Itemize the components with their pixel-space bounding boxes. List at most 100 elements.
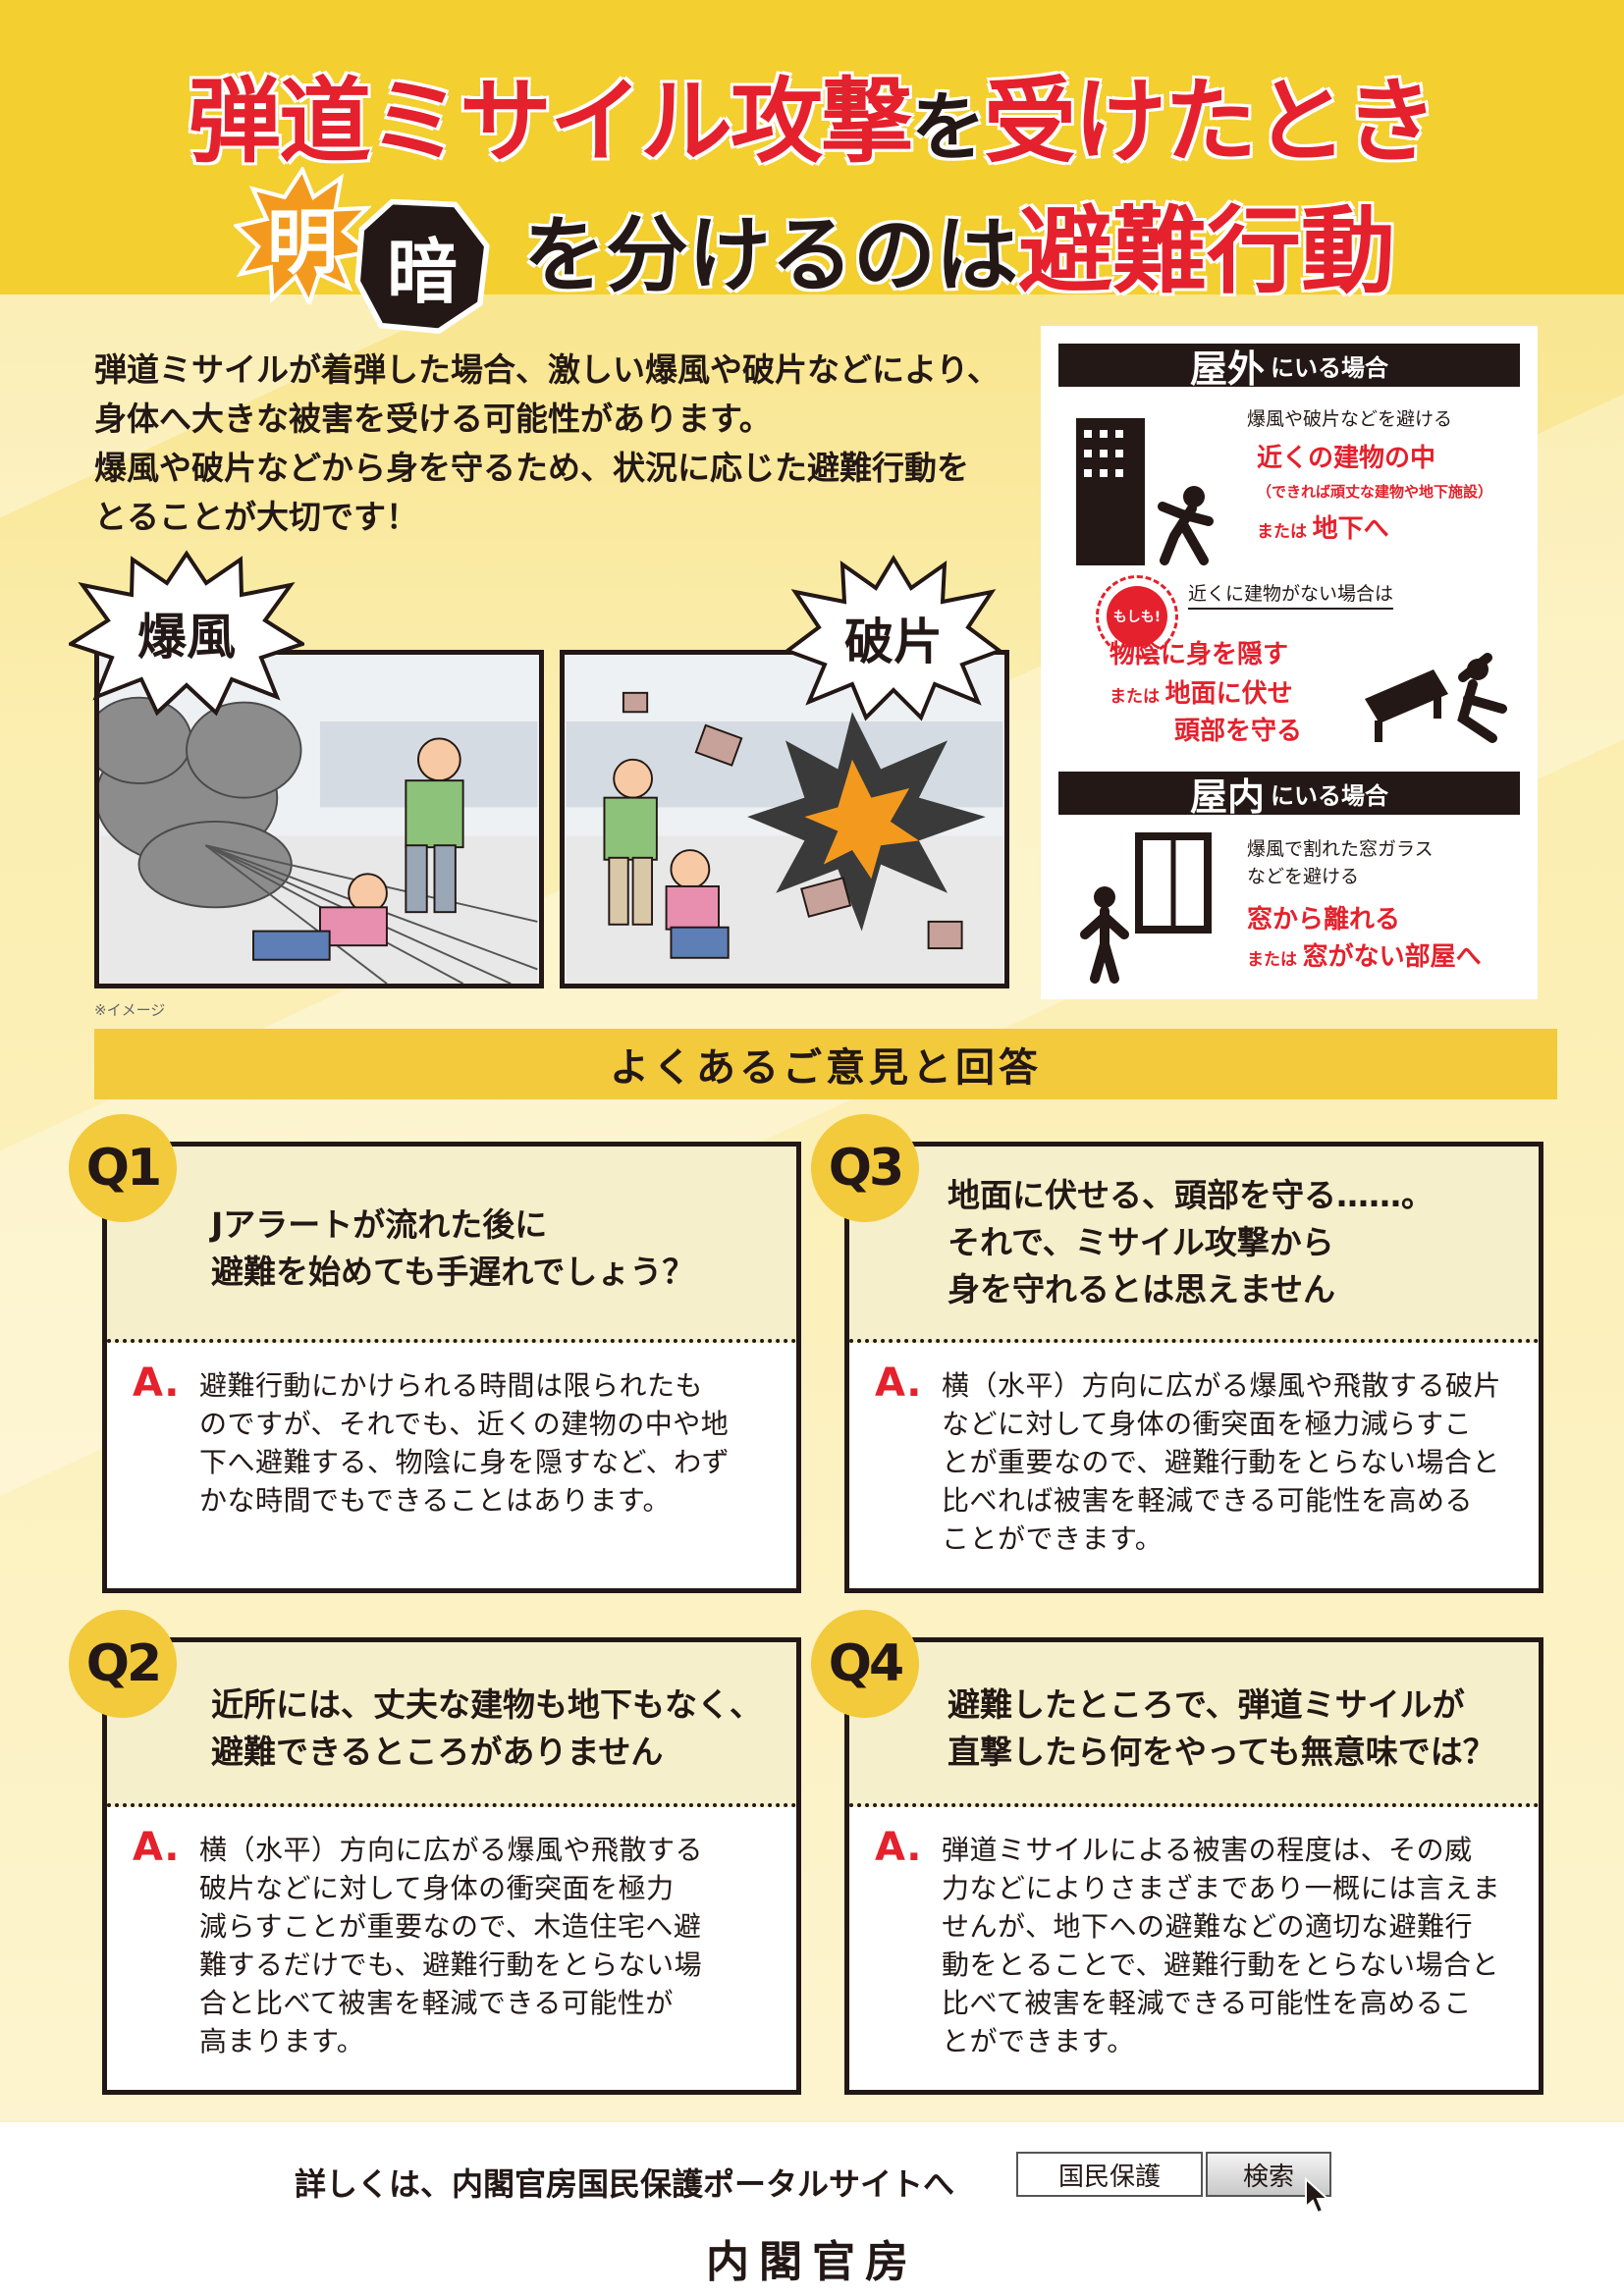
outdoor-alt-row: または 地下へ [1257, 508, 1389, 545]
answer-line: 高まります。 [199, 2025, 365, 2057]
answer-line: 弾道ミサイルによる被害の程度は、その威 [942, 1834, 1473, 1866]
light-char: 明 [266, 200, 338, 284]
portal-guidance-text: 詳しくは、内閣官房国民保護ポータルサイトへ [295, 2165, 955, 2203]
speech-burst-icon [69, 550, 304, 717]
answer-line: とが重要なので、避難行動をとらない場合と [942, 1446, 1500, 1478]
window-person-icon [1080, 832, 1212, 984]
q4-badge: Q4 [811, 1610, 919, 1718]
question-line: 避難を始めても手遅れでしょう？ [211, 1253, 695, 1291]
answer-line: かな時間でもできることはあります。 [199, 1484, 672, 1517]
answer-line: 破片などに対して身体の衝突面を極力 [199, 1872, 675, 1904]
outdoor-heading-sub: にいる場合 [1271, 353, 1388, 382]
dark-burst-badge: 暗 [353, 196, 491, 334]
man-figure [603, 758, 658, 926]
outdoor-sub-note: （できれば頑丈な建物や地下施設） [1257, 483, 1493, 501]
question-line: Jアラートが流れた後に [211, 1205, 548, 1244]
shelter-alt-row: または 地面に伏せ [1110, 673, 1293, 710]
q1-badge: Q1 [69, 1114, 177, 1222]
answer-mark: A. [875, 1361, 922, 1406]
outdoor-alt-action: 地下へ [1312, 514, 1389, 544]
question-line: 身を守れるとは思えません [947, 1270, 1336, 1308]
woman-figure [252, 873, 388, 961]
blast-label: 爆風 [137, 609, 236, 666]
indoor-heading-main: 屋内 [1189, 774, 1265, 819]
indoor-note-1: 爆風で割れた窓ガラス [1247, 838, 1434, 860]
answer-line: 合と比べて被害を軽減できる可能性が [199, 1987, 674, 2019]
title-evacuation: 避難行動 [1017, 195, 1397, 308]
outdoor-main-action: 近くの建物の中 [1257, 444, 1436, 473]
shelter-alt-action-2: 頭部を守る [1174, 717, 1303, 746]
answer-line: などに対して身体の衝突面を極力減らすこ [942, 1408, 1473, 1440]
faq-heading: よくあるご意見と回答 [94, 1029, 1557, 1099]
answer-line: 比べて被害を軽減できる可能性を高めるこ [942, 1987, 1472, 2019]
mouse-cursor-icon [1305, 2177, 1330, 2215]
building-runner-icon [1076, 418, 1214, 565]
answer-mark: A. [875, 1825, 922, 1870]
evacuation-guide: 屋外 にいる場合 爆風や破片などを避ける 近くの建物の中 （できれば頑丈な建物や… [1041, 326, 1538, 999]
blast-scene-icon [99, 655, 538, 984]
faq-answer: A. 横（水平）方向に広がる爆風や飛散する破片 などに対して身体の衝突面を極力減… [849, 1343, 1539, 1558]
woman-figure [665, 849, 730, 959]
blast-illustration [94, 650, 544, 988]
man-figure [405, 737, 464, 914]
fragment-label: 破片 [844, 614, 943, 670]
speech-burst-icon [785, 555, 1001, 721]
indoor-heading-sub: にいる場合 [1271, 781, 1388, 810]
indoor-alt-row: または 窓がない部屋へ [1247, 936, 1482, 973]
title-missile-attack: 弾道ミサイル攻撃 [187, 68, 914, 178]
answer-line: 力などによりさまざまであり一概には言えま [942, 1872, 1501, 1904]
faq-answer: A. 横（水平）方向に広がる爆風や飛散する 破片などに対して身体の衝突面を極力 … [107, 1807, 796, 2060]
title-banner: 弾道ミサイル攻撃を受けたとき 明 暗 を分けるのは避難行動 [0, 0, 1624, 334]
answer-line: 横（水平）方向に広がる爆風や飛散する [199, 1834, 704, 1866]
title-line-1: 弾道ミサイル攻撃を受けたとき [0, 47, 1624, 181]
indoor-alt-action: 窓がない部屋へ [1302, 942, 1482, 972]
intro-paragraph: 弾道ミサイルが着弾した場合、激しい爆風や破片などにより、 身体へ大きな被害を受け… [94, 346, 1037, 542]
answer-line: とができます。 [942, 2025, 1135, 2057]
q3-badge: Q3 [811, 1114, 919, 1222]
question-line: 近所には、丈夫な建物も地下もなく、 [211, 1685, 762, 1724]
answer-line: 比べれば被害を軽減できる可能性を高める [942, 1484, 1473, 1517]
explosion [747, 712, 986, 932]
outdoor-heading: 屋外 にいる場合 [1058, 344, 1520, 391]
outdoor-note: 爆風や破片などを避ける [1247, 408, 1453, 430]
answer-line: 減らすことが重要なので、木造住宅へ避 [199, 1910, 702, 1943]
answer-line: のですが、それでも、近くの建物の中や地 [199, 1408, 730, 1440]
answer-mark: A. [133, 1361, 180, 1406]
q2-badge: Q2 [69, 1610, 177, 1718]
shelter-alt-action-1: 地面に伏せ [1164, 679, 1293, 709]
title-particle-wo: を [911, 83, 986, 171]
faq-question: 避難したところで、弾道ミサイルが 直撃したら何をやっても無意味では？ [849, 1642, 1539, 1807]
faq-card-q4: 避難したところで、弾道ミサイルが 直撃したら何をやっても無意味では？ A. 弾道… [844, 1637, 1543, 2095]
answer-line: 動をとることで、避難行動をとらない場合と [942, 1949, 1500, 1981]
fragment-label-burst: 破片 [785, 555, 1001, 721]
faq-question: 地面に伏せる、頭部を守る……。 それで、ミサイル攻撃から 身を守れるとは思えませ… [849, 1147, 1539, 1343]
answer-mark: A. [133, 1825, 180, 1870]
blast-label-burst: 爆風 [69, 550, 304, 717]
question-line: 直撃したら何をやっても無意味では？ [947, 1733, 1495, 1771]
dark-char: 暗 [386, 230, 458, 313]
organization-name: 内閣官房 [706, 2237, 918, 2287]
light-burst-badge: 明 [234, 167, 371, 304]
answer-line: 難するだけでも、避難行動をとらない場 [199, 1949, 703, 1981]
fragment-illustration [560, 650, 1009, 988]
crouching-person-icon [1365, 653, 1507, 743]
intro-line: 身体へ大きな被害を受ける可能性があります。 [94, 400, 772, 438]
search-input[interactable]: 国民保護 [1016, 2152, 1203, 2197]
title-when-attacked: 受けたとき [982, 68, 1438, 178]
indoor-main-action: 窓から離れる [1247, 905, 1401, 934]
just-in-case-badge: もしも! [1096, 575, 1178, 658]
starburst-orange-icon [234, 167, 371, 304]
shelter-main-action: 物陰に身を隠す [1110, 640, 1289, 669]
polygon-dark-icon [354, 198, 490, 334]
indoor-or: または [1247, 950, 1297, 970]
image-note: ※イメージ [94, 1001, 166, 1019]
question-line: 地面に伏せる、頭部を守る……。 [947, 1176, 1434, 1214]
faq-answer: A. 避難行動にかけられる時間は限られたも のですが、それでも、近くの建物の中や… [107, 1343, 796, 1520]
shelter-or: または [1110, 687, 1160, 707]
faq-card-q2: 近所には、丈夫な建物も地下もなく、 避難できるところがありません A. 横（水平… [102, 1637, 801, 2095]
footer: 詳しくは、内閣官房国民保護ポータルサイトへ 国民保護 検索 内閣官房 [0, 2122, 1624, 2296]
intro-line: 弾道ミサイルが着弾した場合、激しい爆風や破片などにより、 [94, 350, 1001, 389]
faq-question: Jアラートが流れた後に 避難を始めても手遅れでしょう？ [107, 1147, 796, 1343]
no-building-note: 近くに建物がない場合は [1188, 579, 1394, 610]
outdoor-or: または [1257, 522, 1307, 542]
